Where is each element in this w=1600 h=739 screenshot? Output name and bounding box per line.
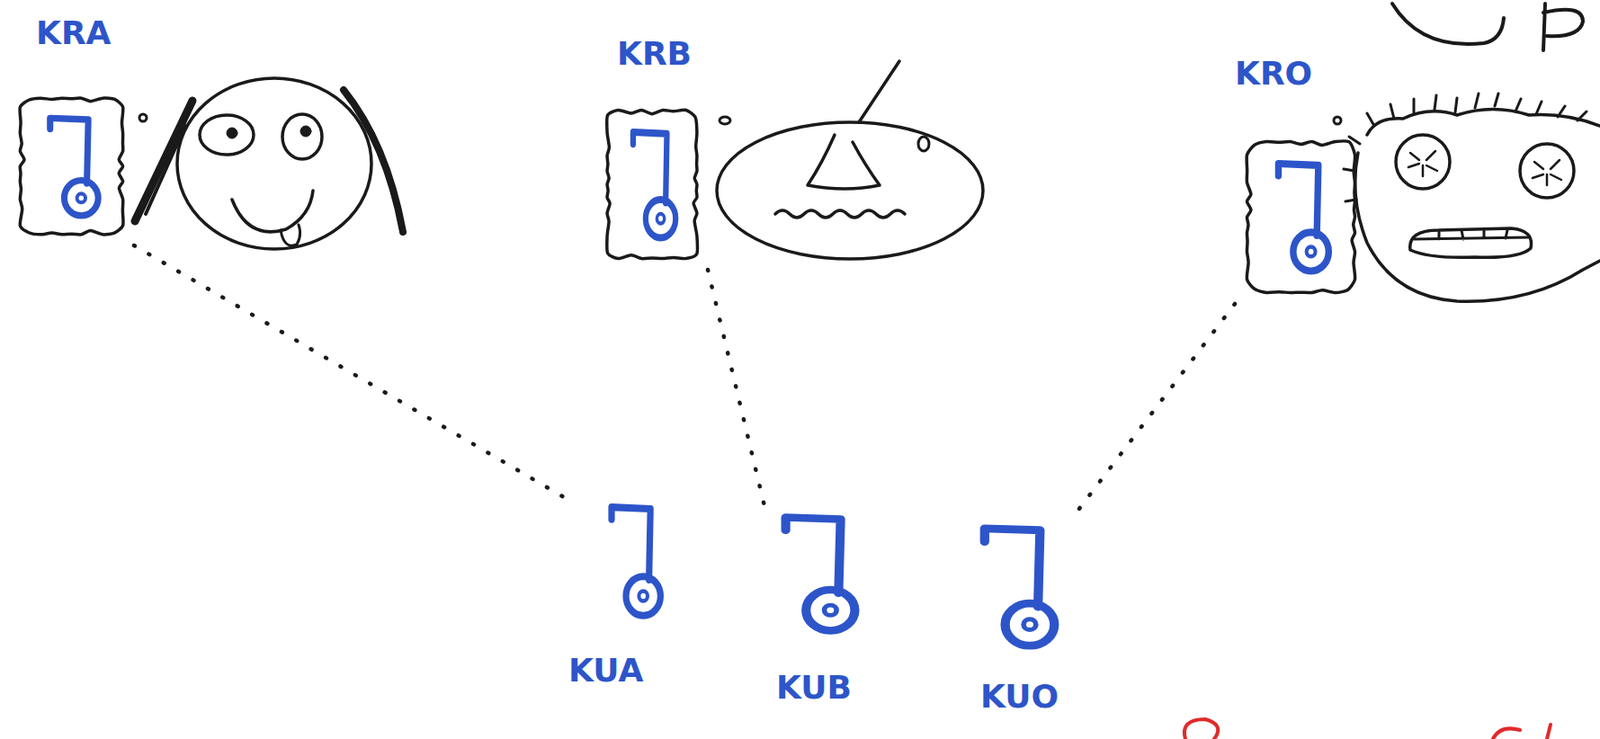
cropped-stroke [1543, 3, 1583, 51]
key-shaft [984, 528, 1041, 608]
mouth [232, 190, 313, 233]
blob-outline [12, 89, 131, 243]
public-key: KUB [765, 509, 869, 722]
key-symbol [620, 125, 684, 244]
key-shaft [786, 518, 841, 594]
eye [918, 136, 930, 152]
pupil [226, 127, 238, 139]
cropped-stroke [1392, 3, 1504, 45]
hair-stroke [343, 89, 403, 233]
key-hole [77, 193, 86, 203]
face-o [1333, 93, 1600, 302]
spikes [1343, 93, 1587, 202]
eye [282, 114, 322, 160]
dot [1333, 116, 1341, 125]
key-hole [638, 591, 648, 602]
key-hole [1306, 247, 1316, 258]
private-key: KRA [12, 15, 135, 246]
eye [1395, 134, 1450, 189]
face-b [716, 61, 984, 260]
key-symbol [765, 509, 868, 638]
key-hole [824, 605, 838, 616]
nose [807, 134, 880, 189]
public-key: KUO [964, 520, 1071, 724]
key-symbol [35, 111, 108, 222]
private-key: KRB [599, 35, 708, 270]
key-ring [625, 576, 661, 617]
cropped-note [1392, 3, 1583, 51]
key-ring [805, 589, 855, 631]
pupil [300, 125, 312, 137]
dot [719, 116, 731, 125]
key-label: KUB [776, 670, 852, 707]
key-ring [64, 179, 99, 215]
key-ring [1005, 603, 1055, 646]
key-shaft [50, 117, 89, 184]
head-outline [1355, 109, 1600, 303]
tongue [280, 224, 301, 246]
blob-outline [599, 101, 705, 268]
key-label: KRA [35, 15, 111, 52]
cropped-stroke [1492, 724, 1551, 739]
mouth [1410, 228, 1532, 258]
eye-scribble [1408, 151, 1562, 186]
key-label: KRB [616, 35, 692, 72]
dotted-connector [1070, 303, 1235, 521]
blob-outline [1246, 141, 1356, 294]
eye [1519, 143, 1574, 198]
key-hole [657, 214, 665, 224]
cropped-red-note [1184, 719, 1551, 739]
key-shaft [611, 507, 651, 581]
hair-stroke [134, 100, 193, 222]
key-symbol [964, 520, 1067, 653]
dotted-connector [134, 245, 569, 501]
blob-outline [1239, 133, 1363, 302]
key-shaft [1278, 163, 1319, 236]
key-ring [1293, 232, 1329, 272]
key-ring [645, 199, 676, 238]
key-label: KRO [1234, 55, 1313, 92]
key-shaft [633, 132, 668, 204]
head-outline [716, 122, 984, 260]
key-symbol [1263, 156, 1338, 278]
hair-stroke [145, 125, 186, 215]
eye [199, 115, 254, 155]
private-key: KRO [1234, 55, 1366, 304]
public-key: KUA [568, 500, 672, 716]
cropped-stroke [1184, 719, 1218, 739]
dot [139, 114, 147, 122]
antenna [858, 61, 900, 123]
key-hole [1023, 619, 1037, 631]
wavy-mouth [775, 210, 905, 218]
dotted-connector [707, 269, 766, 510]
key-label: KUO [980, 679, 1059, 716]
face-a [134, 78, 403, 250]
key-symbol [597, 500, 670, 623]
head-outline [177, 78, 372, 250]
blob-outline [19, 98, 124, 235]
key-label: KUA [568, 652, 644, 689]
blob-outline [607, 109, 698, 259]
teeth [1413, 230, 1529, 240]
